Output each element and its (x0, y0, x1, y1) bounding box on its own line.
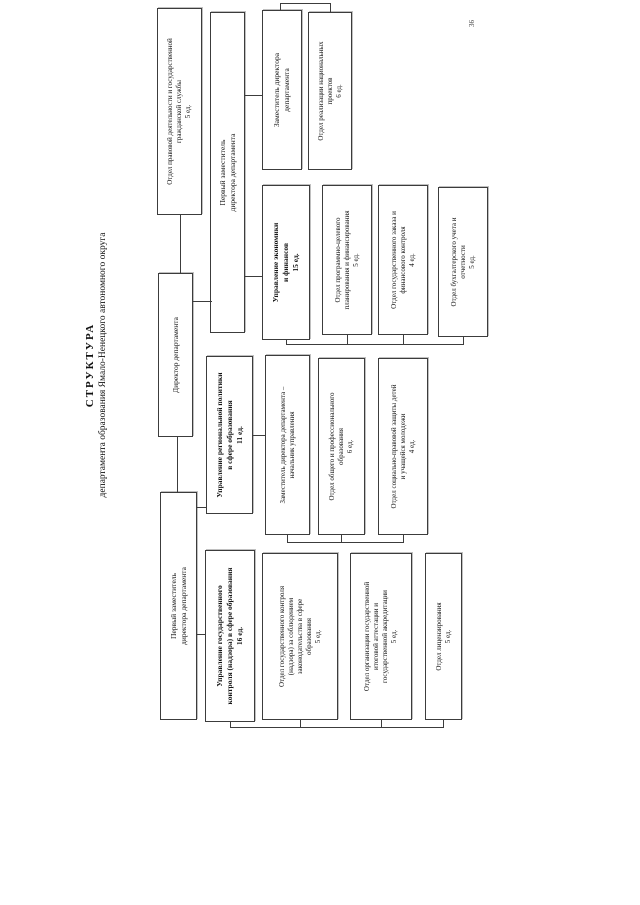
connector-line (330, 3, 331, 12)
connector-line (193, 301, 212, 302)
org-box-deputy-director: Заместитель директора департамента (262, 10, 302, 170)
connector-line (177, 437, 178, 492)
page-number: 36 (468, 20, 476, 27)
org-box-national-projects: Отдел реализации национальных проектов 6… (308, 12, 352, 170)
org-box-accounting: Отдел бухгалтерского учета и отчетности … (438, 187, 488, 337)
connector-line (287, 542, 403, 543)
org-box-economics-dept: Управление экономики и финансов 15 ед. (262, 185, 310, 340)
connector-line (245, 276, 262, 277)
org-box-social-protection: Отдел социально-правовой защиты детей и … (378, 358, 428, 535)
connector-line (230, 727, 443, 728)
chart-title-block: СТРУКТУРА департамента образования Ямало… (84, 145, 108, 585)
chart-title: СТРУКТУРА (84, 322, 96, 408)
connector-line (443, 720, 444, 728)
org-box-director: Директор департамента (158, 273, 193, 437)
org-box-state-order: Отдел государственного заказа и финансов… (378, 185, 428, 335)
org-box-program-planning: Отдел программно-целевого планирования и… (322, 185, 372, 335)
org-box-licensing: Отдел лицензирования 5 ед. (425, 553, 462, 720)
org-box-first-deputy-right: Первый заместитель директора департамент… (210, 12, 245, 333)
connector-line (245, 95, 262, 96)
connector-line (280, 3, 281, 10)
connector-line (463, 337, 464, 345)
connector-line (341, 535, 342, 543)
connector-line (197, 507, 206, 508)
connector-line (253, 435, 265, 436)
org-box-legal-dept: Отдел правовой деятельности и государств… (157, 8, 202, 215)
org-box-general-education: Отдел общего и профессионального образов… (318, 358, 365, 535)
org-box-supervision: Отдел государственного контроля (надзора… (262, 553, 338, 720)
connector-line (403, 535, 404, 543)
chart-subtitle: департамента образования Ямало-Ненецкого… (98, 232, 108, 498)
connector-line (403, 335, 404, 345)
org-box-first-deputy-left: Первый заместитель директора департамент… (160, 492, 197, 720)
org-box-deputy-head: Заместитель директора департамента – нач… (265, 355, 310, 535)
connector-line (300, 720, 301, 728)
connector-line (280, 3, 331, 4)
org-box-control-dept: Управление государственного контроля (на… (205, 550, 255, 722)
org-box-attestation: Отдел организации государственной итогов… (350, 553, 412, 720)
connector-line (197, 634, 205, 635)
org-box-regional-policy: Управление региональной политики в сфере… (206, 356, 253, 514)
connector-line (347, 335, 348, 345)
connector-line (286, 344, 463, 345)
connector-line (381, 720, 382, 728)
connector-line (180, 215, 181, 273)
